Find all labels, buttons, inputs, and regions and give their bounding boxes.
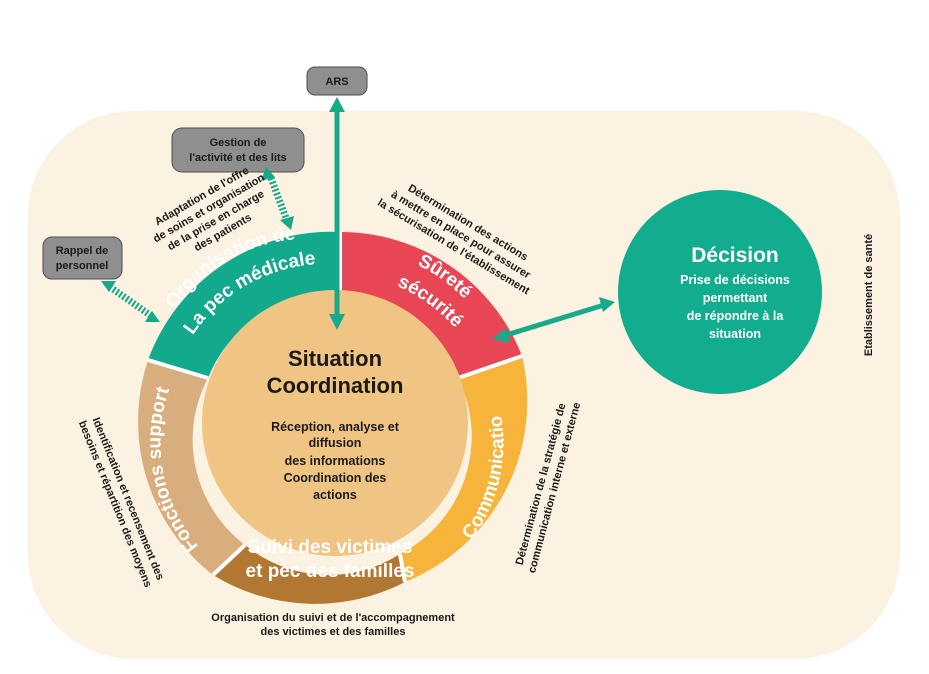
center-body-3: des informations <box>285 454 386 468</box>
rappel-arrow <box>101 281 160 322</box>
rappel-label-2: personnel <box>56 260 109 272</box>
gestion-arrow <box>261 167 294 230</box>
decision-line-1: Prise de décisions <box>680 273 790 287</box>
segment-suivi <box>213 545 405 604</box>
ars-arrow <box>329 97 345 330</box>
ars-label: ARS <box>325 76 348 88</box>
segment-surete <box>340 231 522 378</box>
organisation-suivi-line-2: des victimes et des familles <box>261 626 406 638</box>
decision-circle <box>618 190 822 394</box>
rappel-label-1: Rappel de <box>56 245 109 257</box>
organisation-suivi-line-1: Organisation du suivi et de l'accompagne… <box>211 612 455 624</box>
suivi-label-1: Suivi des victimes <box>248 537 413 558</box>
decision-title: Décision <box>691 244 779 267</box>
etablissement-label: Etablissement de santé <box>863 234 875 356</box>
center-body-4: Coordination des <box>284 471 387 485</box>
center-body-1: Réception, analyse et <box>271 420 400 434</box>
center-circle <box>202 290 468 556</box>
segment-organisation <box>148 231 340 378</box>
ring <box>138 231 528 604</box>
segment-communication <box>400 356 528 582</box>
ars-box <box>306 66 368 96</box>
center-title-1: Situation <box>288 346 382 371</box>
decision-arrow <box>492 297 615 343</box>
decision-line-4: situation <box>709 327 761 341</box>
rappel-box <box>42 236 123 280</box>
gestion-label-2: l'activité et des lits <box>189 152 286 164</box>
gestion-box <box>171 127 305 173</box>
center-body-2: diffusion <box>309 436 362 450</box>
suivi-label-2: et pec des familles <box>246 561 415 582</box>
center-body-5: actions <box>313 488 357 502</box>
center-title-2: Coordination <box>267 373 404 398</box>
decision-line-2: permettant <box>703 291 768 305</box>
segment-fonctions-support <box>138 360 245 575</box>
decision-line-3: de répondre à la <box>687 309 785 323</box>
gestion-label-1: Gestion de <box>210 137 267 149</box>
